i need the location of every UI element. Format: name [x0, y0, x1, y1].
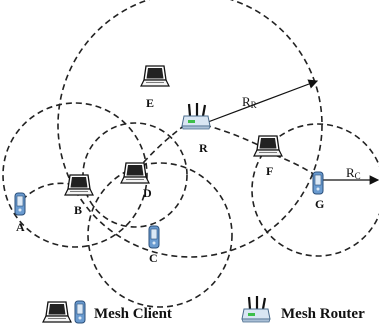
router-icon [180, 101, 212, 131]
router-range-circle [57, 0, 323, 258]
phone-icon [312, 171, 324, 195]
range-circles [2, 0, 379, 308]
phone-icon [148, 225, 160, 249]
client-radius-label: RC [346, 165, 361, 181]
phone-icon [74, 300, 86, 324]
legend-router-label: Mesh Router [281, 306, 365, 322]
laptop-icon [64, 174, 94, 196]
node-label-a: A [16, 220, 25, 234]
legend: Mesh Client Mesh Router [42, 294, 365, 324]
legend-client: Mesh Client [42, 300, 172, 324]
legend-router: Mesh Router [240, 294, 365, 324]
node-c: C [148, 225, 160, 265]
node-g: G [312, 171, 324, 211]
laptop-icon [120, 162, 150, 184]
link-r-d [136, 124, 186, 171]
client-range-circle-b [2, 102, 148, 248]
node-label-b: B [74, 203, 82, 217]
node-label-c: C [149, 251, 158, 265]
node-d: D [120, 162, 152, 200]
node-label-d: D [143, 186, 152, 200]
node-label-f: F [266, 164, 273, 178]
link-f-g [274, 154, 316, 176]
node-f: F [253, 135, 283, 178]
laptop-icon [42, 301, 72, 323]
node-label-e: E [146, 96, 154, 110]
phone-icon [14, 192, 26, 216]
router-radius-label: RR [242, 94, 257, 110]
laptop-icon [253, 135, 283, 157]
node-e: E [140, 65, 170, 110]
node-label-r: R [199, 141, 208, 155]
node-r: R [180, 101, 212, 155]
laptop-icon [140, 65, 170, 87]
node-b: B [64, 174, 94, 217]
node-a: A [14, 192, 26, 234]
router-icon [240, 294, 272, 324]
node-label-g: G [315, 197, 324, 211]
client-range-circle-g [251, 123, 379, 257]
client-range-circle-c [87, 162, 233, 308]
router-radius-arrow [199, 79, 319, 126]
legend-client-label: Mesh Client [94, 306, 172, 322]
